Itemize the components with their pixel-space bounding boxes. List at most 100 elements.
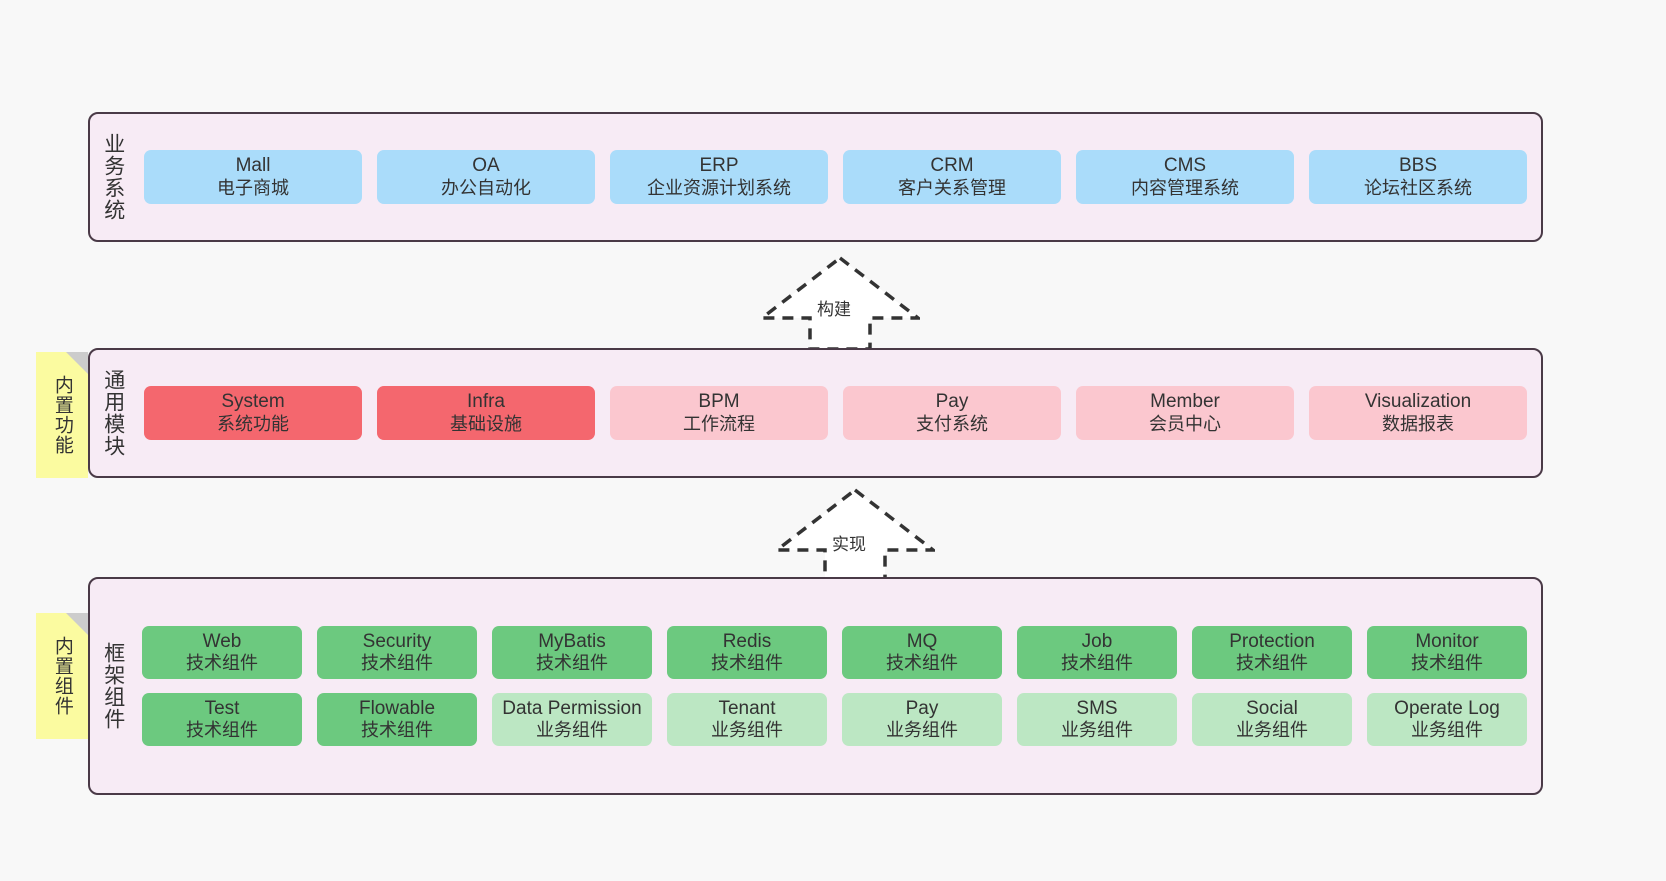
node-crm[interactable]: CRM 客户关系管理 xyxy=(843,150,1061,204)
node-title-en: MyBatis xyxy=(538,630,606,652)
node-title-cn: 业务组件 xyxy=(1411,720,1483,741)
node-member[interactable]: Member 会员中心 xyxy=(1076,386,1294,440)
node-redis[interactable]: Redis 技术组件 xyxy=(667,625,827,679)
node-title-en: CMS xyxy=(1163,155,1207,177)
node-title-cn: 技术组件 xyxy=(186,720,258,741)
node-mybatis[interactable]: MyBatis 技术组件 xyxy=(492,625,652,679)
node-job[interactable]: Job 技术组件 xyxy=(1017,625,1177,679)
node-mall[interactable]: Mall 电子商城 xyxy=(144,150,362,204)
node-row: Test 技术组件 Flowable 技术组件 Data Permission … xyxy=(142,693,1527,747)
layer-common-modules-body: System 系统功能 Infra 基础设施 BPM 工作流程 Pay 支付系统… xyxy=(136,350,1541,476)
layer-framework-components-label: 框架组件 xyxy=(101,642,125,730)
node-title-cn: 技术组件 xyxy=(361,720,433,741)
node-title-cn: 技术组件 xyxy=(1411,653,1483,674)
node-web[interactable]: Web 技术组件 xyxy=(142,625,302,679)
node-cms[interactable]: CMS 内容管理系统 xyxy=(1076,150,1294,204)
node-sms[interactable]: SMS 业务组件 xyxy=(1017,693,1177,747)
layer-business-system-label: 业务系统 xyxy=(101,133,125,221)
node-bpm[interactable]: BPM 工作流程 xyxy=(610,386,828,440)
node-pay-module[interactable]: Pay 支付系统 xyxy=(843,386,1061,440)
node-title-cn: 技术组件 xyxy=(361,653,433,674)
sticky-note-label: 内置组件 xyxy=(51,636,73,716)
node-title-en: Mall xyxy=(235,155,271,177)
node-title-en: System xyxy=(221,391,285,413)
node-title-en: Operate Log xyxy=(1394,698,1500,719)
node-title-cn: 技术组件 xyxy=(186,653,258,674)
node-security[interactable]: Security 技术组件 xyxy=(317,625,477,679)
node-data-permission[interactable]: Data Permission 业务组件 xyxy=(492,693,652,747)
node-title-cn: 系统功能 xyxy=(217,413,289,434)
node-mq[interactable]: MQ 技术组件 xyxy=(842,625,1002,679)
node-title-en: Flowable xyxy=(358,698,436,719)
node-title-cn: 业务组件 xyxy=(886,720,958,741)
node-title-cn: 基础设施 xyxy=(450,413,522,434)
node-row: System 系统功能 Infra 基础设施 BPM 工作流程 Pay 支付系统… xyxy=(144,386,1527,440)
node-title-cn: 技术组件 xyxy=(1061,653,1133,674)
node-flowable[interactable]: Flowable 技术组件 xyxy=(317,693,477,747)
node-title-en: Visualization xyxy=(1364,391,1472,413)
node-title-cn: 技术组件 xyxy=(711,653,783,674)
node-tenant[interactable]: Tenant 业务组件 xyxy=(667,693,827,747)
node-title-cn: 技术组件 xyxy=(1236,653,1308,674)
node-visualization[interactable]: Visualization 数据报表 xyxy=(1309,386,1527,440)
node-pay-component[interactable]: Pay 业务组件 xyxy=(842,693,1002,747)
node-title-en: Monitor xyxy=(1415,630,1479,652)
node-system[interactable]: System 系统功能 xyxy=(144,386,362,440)
node-title-cn: 业务组件 xyxy=(1236,720,1308,741)
connector-build: 构建 xyxy=(760,256,920,351)
connector-build-arrow xyxy=(760,256,920,351)
node-title-cn: 工作流程 xyxy=(683,413,755,434)
node-row: Mall 电子商城 OA 办公自动化 ERP 企业资源计划系统 CRM 客户关系… xyxy=(144,150,1527,204)
node-title-en: Member xyxy=(1150,391,1220,413)
node-title-cn: 电子商城 xyxy=(217,177,289,198)
layer-common-modules: 通用模块 System 系统功能 Infra 基础设施 BPM 工作流程 Pay… xyxy=(88,348,1543,478)
node-title-en: BBS xyxy=(1398,155,1438,177)
node-title-cn: 会员中心 xyxy=(1149,413,1221,434)
node-erp[interactable]: ERP 企业资源计划系统 xyxy=(610,150,828,204)
node-title-en: ERP xyxy=(699,155,739,177)
node-title-en: Pay xyxy=(905,698,939,719)
node-monitor[interactable]: Monitor 技术组件 xyxy=(1367,625,1527,679)
node-title-cn: 技术组件 xyxy=(886,653,958,674)
node-title-en: Data Permission xyxy=(502,698,642,719)
node-title-cn: 论坛社区系统 xyxy=(1364,177,1472,198)
node-infra[interactable]: Infra 基础设施 xyxy=(377,386,595,440)
node-title-en: Social xyxy=(1246,698,1298,719)
node-title-cn: 业务组件 xyxy=(536,720,608,741)
layer-business-system: 业务系统 Mall 电子商城 OA 办公自动化 ERP 企业资源计划系统 CRM… xyxy=(88,112,1543,242)
layer-common-modules-label: 通用模块 xyxy=(101,369,125,457)
node-title-cn: 支付系统 xyxy=(916,413,988,434)
sticky-fold-corner-icon xyxy=(66,352,88,374)
layer-framework-components: 框架组件 Web 技术组件 Security 技术组件 MyBatis 技术组件… xyxy=(88,577,1543,795)
node-social[interactable]: Social 业务组件 xyxy=(1192,693,1352,747)
node-oa[interactable]: OA 办公自动化 xyxy=(377,150,595,204)
sticky-note-builtin-components: 内置组件 xyxy=(36,613,88,739)
node-title-cn: 企业资源计划系统 xyxy=(647,177,791,198)
node-bbs[interactable]: BBS 论坛社区系统 xyxy=(1309,150,1527,204)
node-title-en: Pay xyxy=(935,391,969,413)
node-title-en: Job xyxy=(1081,630,1113,652)
node-title-en: BPM xyxy=(698,391,740,413)
node-title-cn: 技术组件 xyxy=(536,653,608,674)
sticky-note-builtin-features: 内置功能 xyxy=(36,352,88,478)
connector-build-label: 构建 xyxy=(817,300,851,319)
node-title-en: SMS xyxy=(1076,698,1118,719)
node-title-en: OA xyxy=(472,155,500,177)
sticky-fold-corner-icon xyxy=(66,613,88,635)
node-title-cn: 业务组件 xyxy=(1061,720,1133,741)
node-title-en: CRM xyxy=(930,155,974,177)
node-protection[interactable]: Protection 技术组件 xyxy=(1192,625,1352,679)
connector-implement: 实现 xyxy=(775,488,935,583)
node-operate-log[interactable]: Operate Log 业务组件 xyxy=(1367,693,1527,747)
node-title-cn: 数据报表 xyxy=(1382,413,1454,434)
node-title-cn: 内容管理系统 xyxy=(1131,177,1239,198)
node-title-cn: 业务组件 xyxy=(711,720,783,741)
connector-implement-label: 实现 xyxy=(832,535,866,554)
node-test[interactable]: Test 技术组件 xyxy=(142,693,302,747)
node-title-en: Web xyxy=(202,630,242,652)
node-title-en: Tenant xyxy=(718,698,776,719)
node-title-en: Redis xyxy=(722,630,772,652)
node-title-en: MQ xyxy=(906,630,938,652)
node-title-en: Test xyxy=(204,698,240,719)
node-row: Web 技术组件 Security 技术组件 MyBatis 技术组件 Redi… xyxy=(142,625,1527,679)
